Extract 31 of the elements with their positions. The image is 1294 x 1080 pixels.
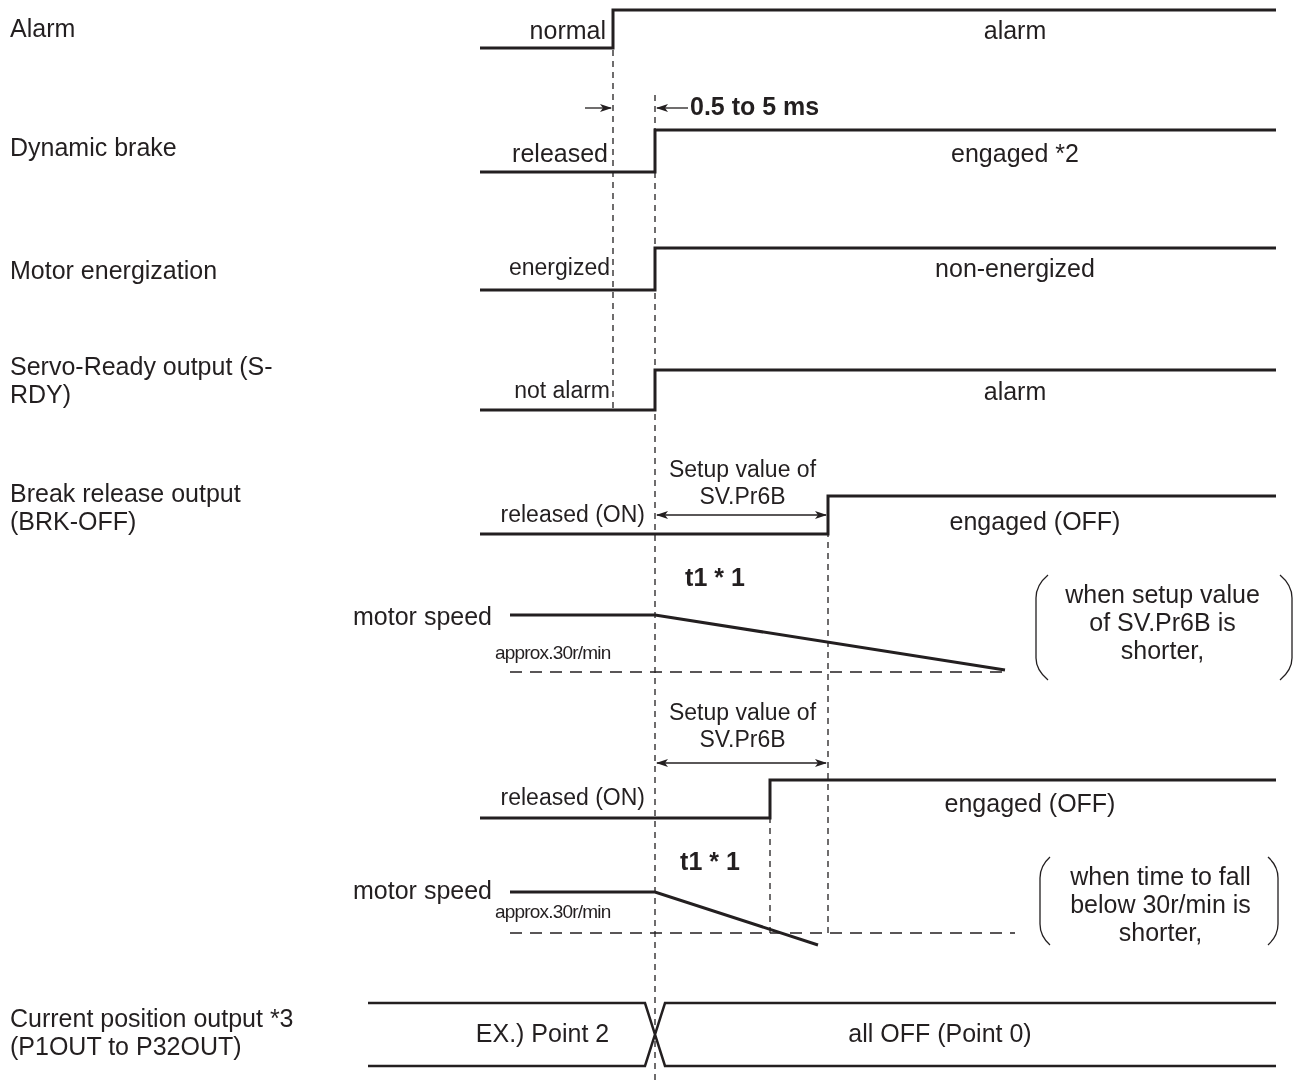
timing-label: 0.5 to 5 ms: [690, 92, 821, 120]
state-label: non-energized: [934, 254, 1096, 282]
signal-name: Servo-Ready output (S-RDY): [10, 352, 274, 408]
timing-label: Setup value of SV.Pr6B: [667, 699, 818, 753]
state-label: EX.) Point 2: [474, 1019, 611, 1047]
timing-label: t1 * 1: [684, 563, 746, 591]
signal-name: Alarm: [10, 14, 77, 42]
state-label: released (ON): [499, 784, 645, 811]
state-label: alarm: [982, 16, 1048, 44]
signal-name: Motor energization: [10, 256, 219, 284]
state-label: alarm: [982, 377, 1048, 405]
timing-label: Setup value of SV.Pr6B: [667, 456, 818, 510]
signal-name: Current position output *3 (P1OUT to P32OUT): [10, 1004, 295, 1060]
state-label: released (ON): [499, 501, 645, 528]
state-label: engaged (OFF): [948, 507, 1122, 535]
signal-name: Dynamic brake: [10, 133, 178, 161]
speed-label: approx.30r/min: [495, 901, 612, 923]
signal-name: motor speed: [352, 602, 492, 630]
state-label: all OFF (Point 0): [847, 1019, 1033, 1047]
note: when time to fall below 30r/min is shorter,: [1069, 862, 1252, 946]
state-label: released: [511, 139, 608, 167]
state-label: energized: [507, 254, 610, 281]
state-label: engaged (OFF): [943, 789, 1117, 817]
state-label: not alarm: [513, 377, 610, 404]
state-label: normal: [528, 16, 606, 44]
timing-label: t1 * 1: [679, 847, 741, 875]
speed-label: approx.30r/min: [495, 642, 612, 664]
signal-name: Break release output (BRK-OFF): [10, 479, 242, 535]
note: when setup value of SV.Pr6B is shorter,: [1064, 580, 1261, 664]
signal-name: motor speed: [352, 876, 492, 904]
state-label: engaged *2: [950, 139, 1080, 167]
